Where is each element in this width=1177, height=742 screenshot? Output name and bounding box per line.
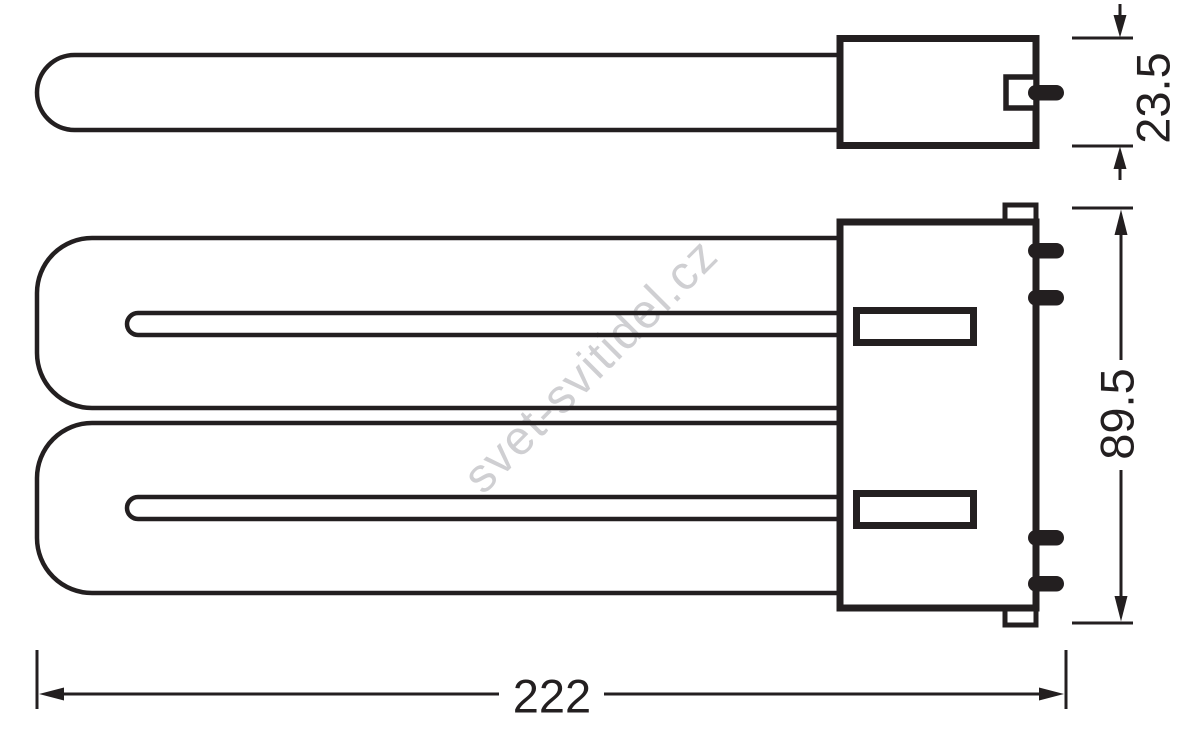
front-view-pins (1028, 243, 1064, 592)
front-view (34, 202, 1064, 628)
arrowhead-down-icon (1114, 596, 1128, 622)
arrowhead-down-icon (1113, 15, 1127, 38)
arrowhead-right-icon (1039, 687, 1064, 701)
pin-2 (1028, 290, 1064, 306)
front-view-lower-tube-outline (34, 420, 840, 596)
front-view-base-slot-upper (853, 307, 977, 346)
side-view-tube-outline (34, 52, 840, 133)
pin-3 (1028, 530, 1064, 546)
front-view-upper-tube-slot (124, 310, 840, 338)
front-view-base-slot-lower (853, 490, 977, 529)
pin-4 (1028, 576, 1064, 592)
arrowhead-up-icon (1113, 146, 1127, 169)
pin-1 (1028, 243, 1064, 259)
dimension-overall-length (35, 650, 1068, 709)
watermark-text: svet-svitidel.cz (453, 228, 728, 503)
front-view-upper-tube-outline (34, 235, 840, 411)
side-view-pin (1028, 85, 1064, 101)
dimension-label-overall-length: 222 (513, 670, 591, 723)
dimension-lamp-height (1072, 206, 1133, 625)
front-view-lower-tube-slot (124, 494, 840, 522)
dimension-base-height (1072, 4, 1133, 180)
side-view (34, 35, 1064, 149)
dimension-label-lamp-height: 89.5 (1091, 368, 1144, 459)
dimension-label-base-height: 23.5 (1127, 52, 1177, 143)
arrowhead-up-icon (1114, 209, 1128, 235)
front-view-base (836, 218, 1040, 612)
arrowhead-left-icon (39, 687, 64, 701)
